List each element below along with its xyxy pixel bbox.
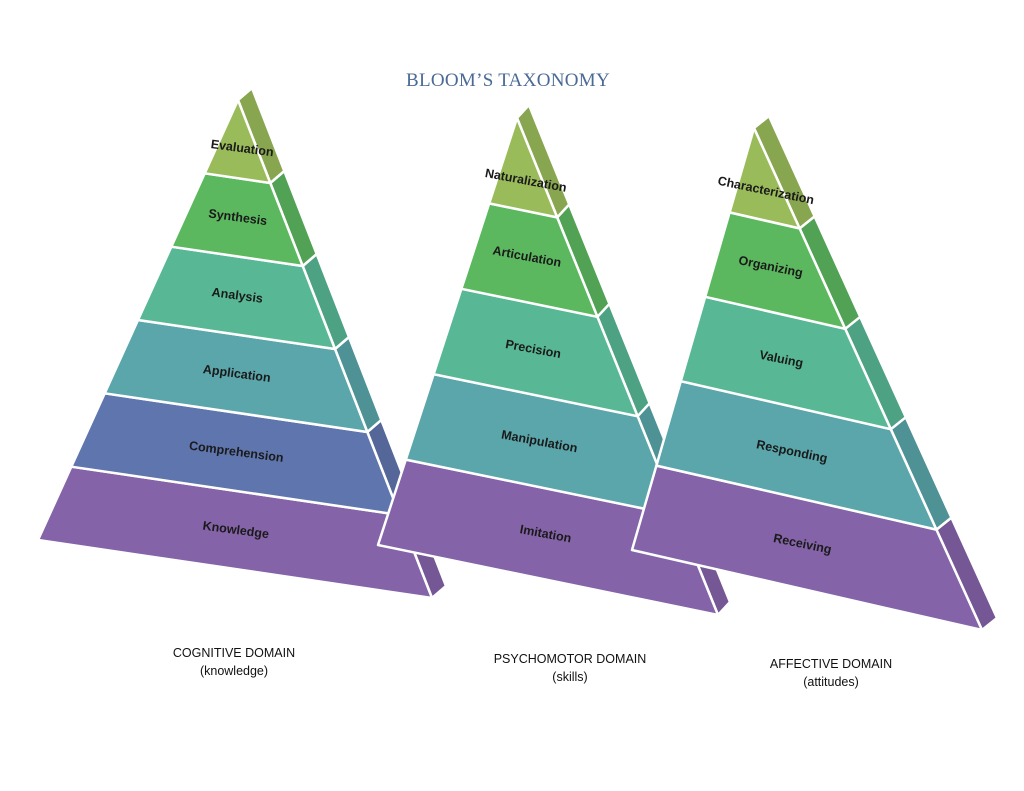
- cognitive-domain-pyramid: KnowledgeComprehensionApplicationAnalysi…: [36, 86, 448, 600]
- pyramid-level-responding: Responding: [655, 379, 953, 531]
- domain-name: PSYCHOMOTOR DOMAIN: [494, 652, 647, 666]
- domain-subtitle: (attitudes): [803, 675, 859, 689]
- pyramid-level-organizing: Organizing: [703, 211, 862, 331]
- affective-domain-caption: AFFECTIVE DOMAIN (attitudes): [770, 657, 892, 689]
- psychomotor-domain-pyramid: ImitationManipulationPrecisionArticulati…: [376, 103, 732, 617]
- level-front-face: [728, 126, 801, 230]
- domain-name: AFFECTIVE DOMAIN: [770, 657, 892, 671]
- level-front-face: [487, 116, 559, 219]
- affective-domain-pyramid: ReceivingRespondingValuingOrganizingChar…: [630, 114, 999, 632]
- page-title: BLOOM’S TAXONOMY: [406, 70, 610, 91]
- domain-subtitle: (knowledge): [200, 664, 268, 678]
- pyramid-level-analysis: Analysis: [136, 245, 351, 351]
- pyramid-level-articulation: Articulation: [460, 202, 611, 319]
- level-front-face: [203, 98, 272, 185]
- psychomotor-domain-caption: PSYCHOMOTOR DOMAIN (skills): [494, 652, 647, 684]
- pyramid-level-valuing: Valuing: [679, 295, 908, 431]
- pyramid-level-naturalization: Naturalization: [484, 103, 571, 219]
- pyramid-level-evaluation: Evaluation: [203, 86, 286, 185]
- domain-subtitle: (skills): [552, 670, 587, 684]
- cognitive-domain-caption: COGNITIVE DOMAIN (knowledge): [173, 646, 295, 678]
- pyramid-level-characterization: Characterization: [717, 114, 816, 230]
- pyramid-level-receiving: Receiving: [630, 464, 999, 632]
- level-label: Analysis: [211, 285, 264, 306]
- domain-name: COGNITIVE DOMAIN: [173, 646, 295, 660]
